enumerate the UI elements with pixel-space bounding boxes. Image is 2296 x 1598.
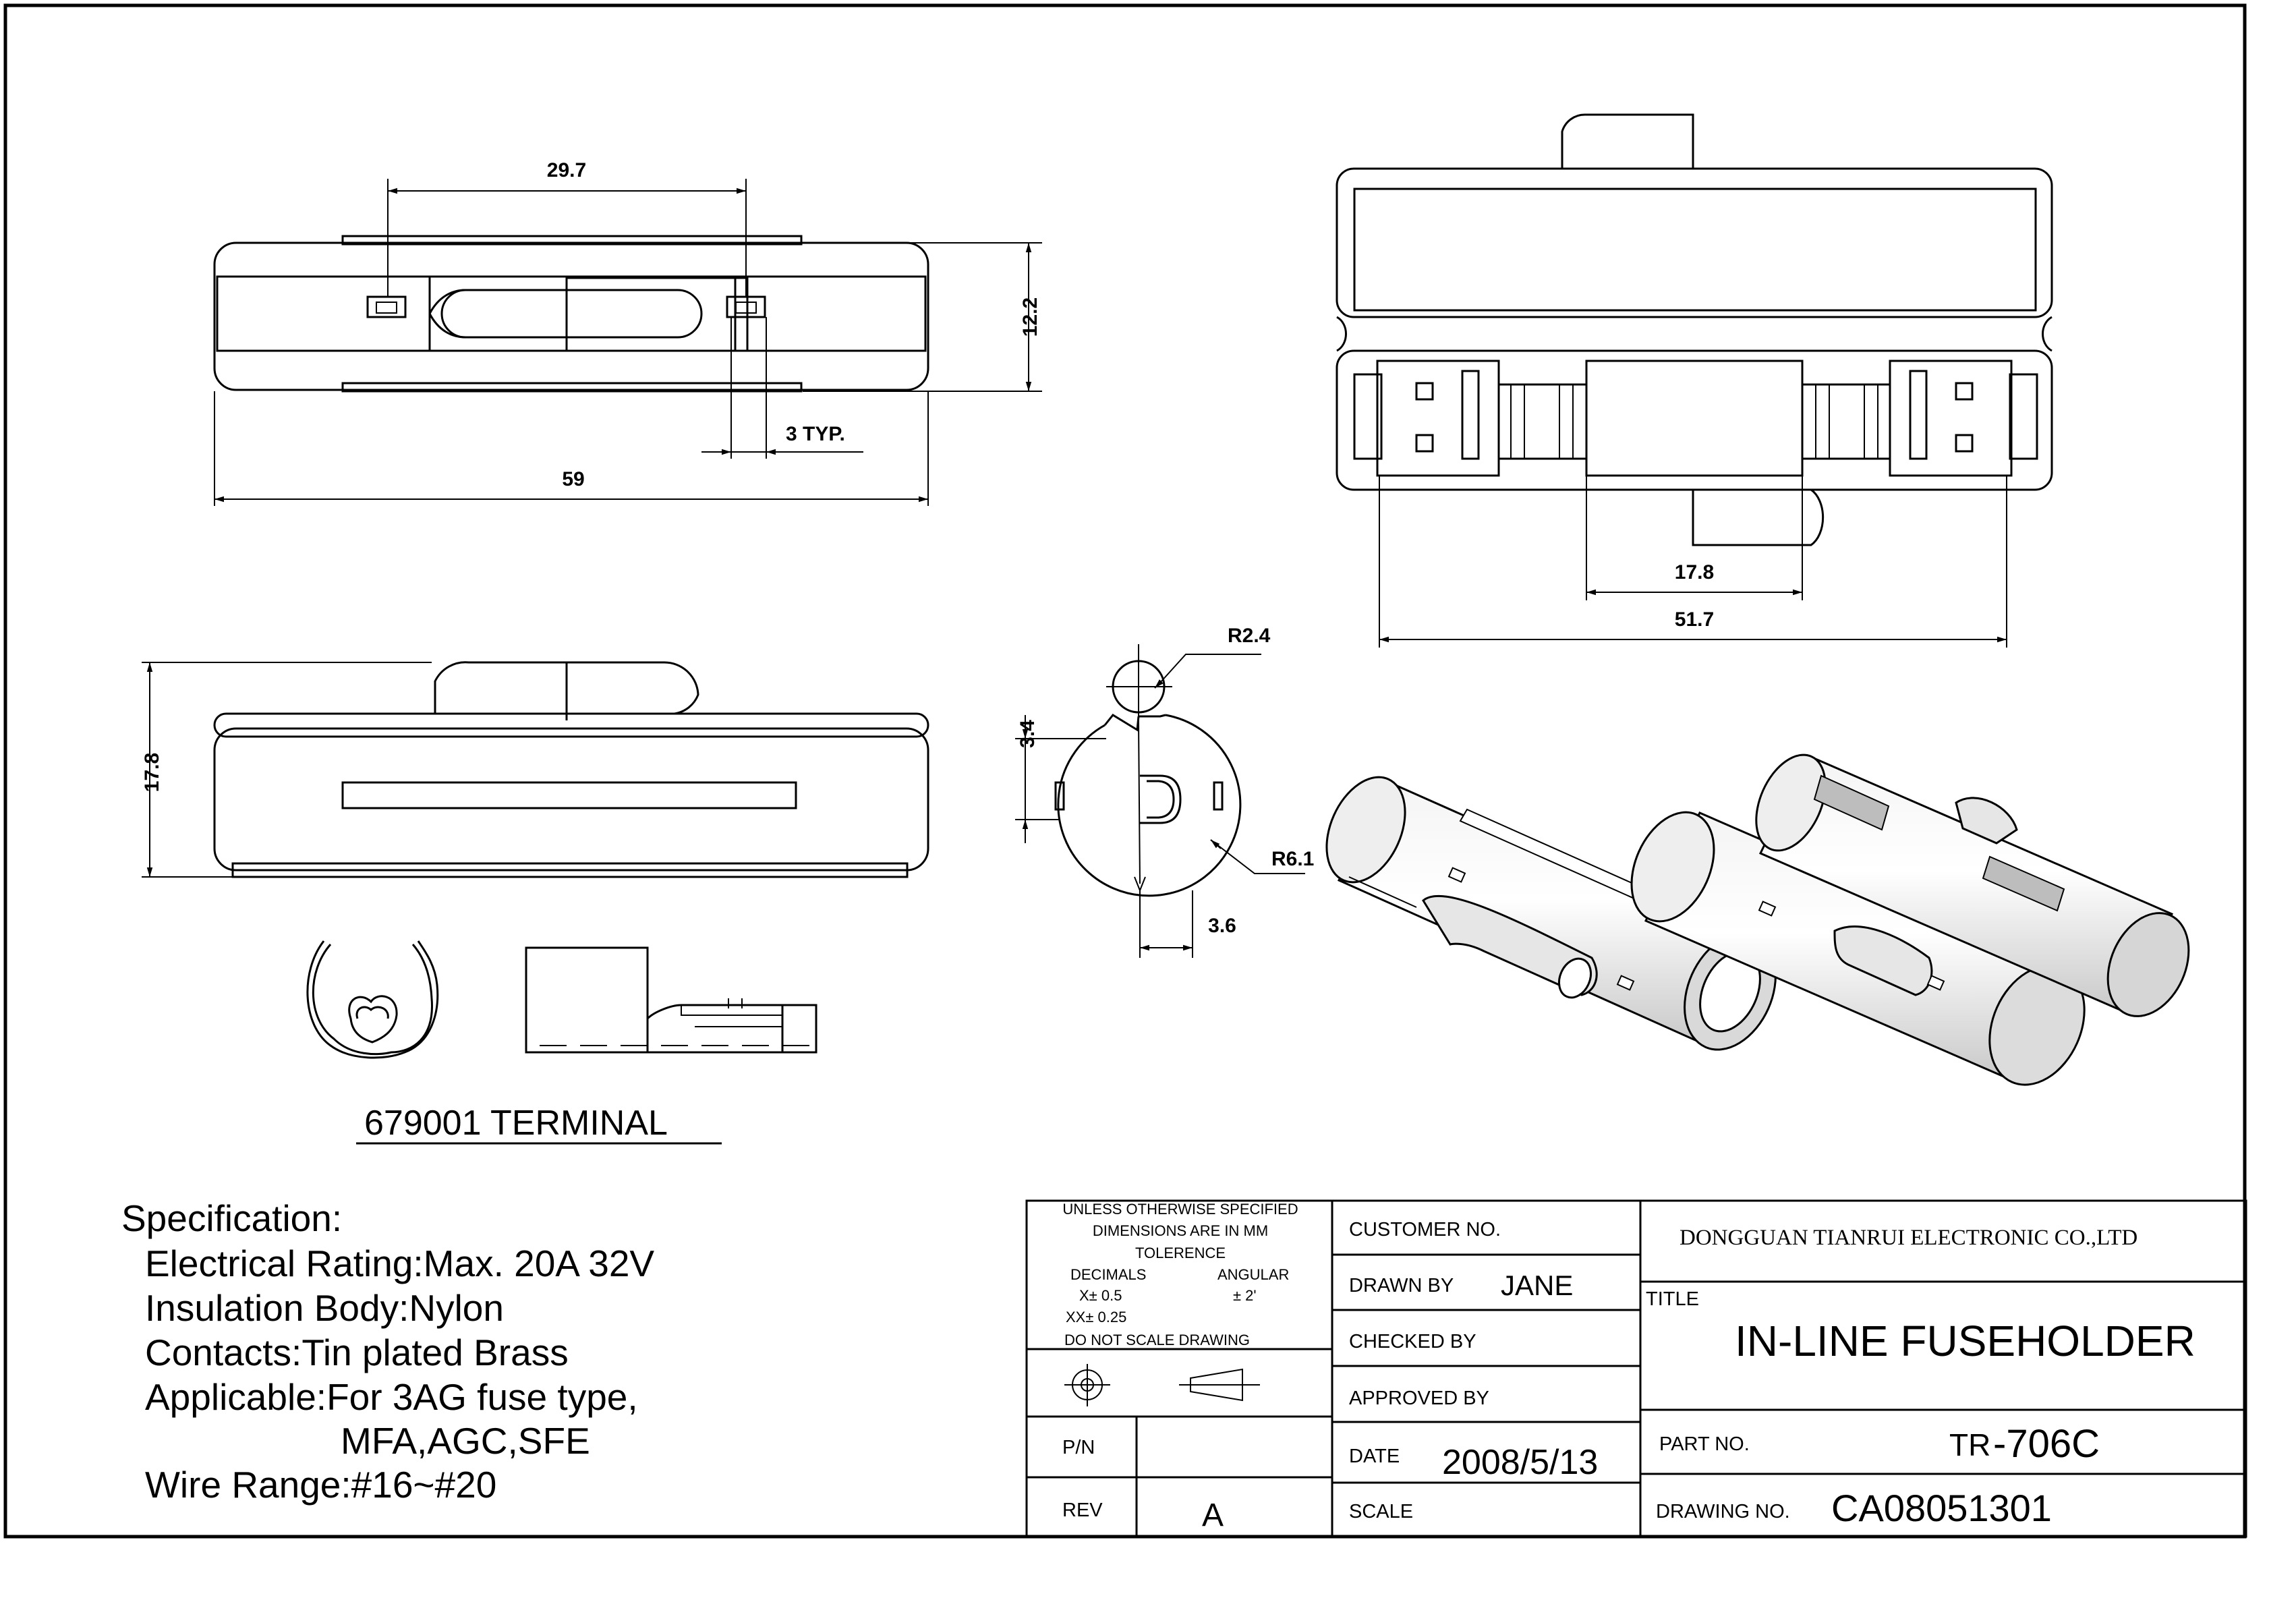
spec-wire-range: Wire Range:#16~#20 xyxy=(145,1464,496,1506)
dim-height-top: 12.2 xyxy=(1019,297,1041,337)
date-label: DATE xyxy=(1349,1446,1400,1467)
drawn-by-label: DRAWN BY xyxy=(1349,1275,1454,1296)
dim-slot-top: 3 TYP. xyxy=(786,423,845,445)
tol-line1: UNLESS OTHERWISE SPECIFIED xyxy=(1062,1201,1298,1218)
spec-applicable: Applicable:For 3AG fuse type, xyxy=(145,1376,638,1418)
drawing-title: IN-LINE FUSEHOLDER xyxy=(1735,1317,2195,1365)
isometric-closed xyxy=(1325,776,1777,1051)
isometric-open xyxy=(1630,753,2190,1086)
terminal-end-view xyxy=(306,940,439,1059)
customer-no-label: CUSTOMER NO. xyxy=(1349,1219,1501,1240)
rev-label: REV xyxy=(1062,1500,1103,1521)
spec-insulation: Insulation Body:Nylon xyxy=(145,1287,504,1329)
spec-contacts: Contacts:Tin plated Brass xyxy=(145,1332,569,1373)
scale-label: SCALE xyxy=(1349,1501,1413,1522)
side-view-dimensions xyxy=(142,662,432,878)
side-view xyxy=(213,661,929,878)
specification-block: Specification: Electrical Rating:Max. 20… xyxy=(121,1197,654,1506)
rev-value: A xyxy=(1202,1497,1224,1533)
spec-applicable-types: MFA,AGC,SFE xyxy=(341,1420,590,1462)
tol-angular-label: ANGULAR xyxy=(1217,1266,1289,1283)
end-view-dimensions xyxy=(1015,654,1305,958)
tol-xx: XX± 0.25 xyxy=(1066,1309,1126,1325)
dim-overall-open: 51.7 xyxy=(1675,608,1714,631)
dim-height-end: 3.4 xyxy=(1016,720,1039,748)
drawing-no-value: CA08051301 xyxy=(1831,1487,2052,1529)
company-name: DONGGUAN TIANRUI ELECTRONIC CO.,LTD xyxy=(1680,1226,2137,1250)
dim-r-small: R2.4 xyxy=(1228,625,1271,647)
tol-note: DO NOT SCALE DRAWING xyxy=(1064,1332,1250,1348)
open-view xyxy=(1336,113,2053,546)
tol-decimals-label: DECIMALS xyxy=(1070,1266,1146,1283)
date-value: 2008/5/13 xyxy=(1442,1443,1598,1482)
drawn-by-value: JANE xyxy=(1501,1269,1573,1301)
tolerance-block: UNLESS OTHERWISE SPECIFIED DIMENSIONS AR… xyxy=(1062,1201,1298,1348)
dim-width-top: 29.7 xyxy=(547,159,586,181)
approved-by-label: APPROVED BY xyxy=(1349,1388,1489,1409)
tol-angular: ± 2' xyxy=(1233,1287,1257,1304)
part-no-value: -706C xyxy=(1993,1422,2100,1466)
end-view xyxy=(1054,644,1242,897)
pn-label: P/N xyxy=(1062,1437,1095,1458)
spec-heading: Specification: xyxy=(121,1197,342,1239)
part-no-label: PART NO. xyxy=(1659,1433,1750,1455)
part-no-prefix: TR xyxy=(1949,1427,1990,1462)
terminal-side-view xyxy=(525,946,817,1054)
dim-offset-end: 3.6 xyxy=(1208,915,1236,937)
spec-electrical: Electrical Rating:Max. 20A 32V xyxy=(145,1243,654,1284)
dim-length-top: 59 xyxy=(562,468,584,490)
top-view-dimensions xyxy=(214,179,1042,506)
dim-height-side: 17.8 xyxy=(141,753,163,792)
title-label: TITLE xyxy=(1646,1288,1699,1310)
projection-symbols xyxy=(1064,1364,1260,1406)
drawing-no-label: DRAWING NO. xyxy=(1656,1501,1790,1522)
top-view xyxy=(213,235,929,393)
tol-line2: DIMENSIONS ARE IN MM xyxy=(1093,1222,1268,1239)
checked-by-label: CHECKED BY xyxy=(1349,1331,1476,1352)
tol-x: X± 0.5 xyxy=(1079,1287,1122,1304)
tol-line3: TOLERENCE xyxy=(1135,1245,1226,1261)
title-block xyxy=(1025,1199,2247,1538)
dim-inner-open: 17.8 xyxy=(1675,561,1714,583)
dim-r-large: R6.1 xyxy=(1271,848,1314,870)
open-view-dimensions xyxy=(1379,476,2007,648)
terminal-caption: 679001 TERMINAL xyxy=(364,1104,668,1143)
